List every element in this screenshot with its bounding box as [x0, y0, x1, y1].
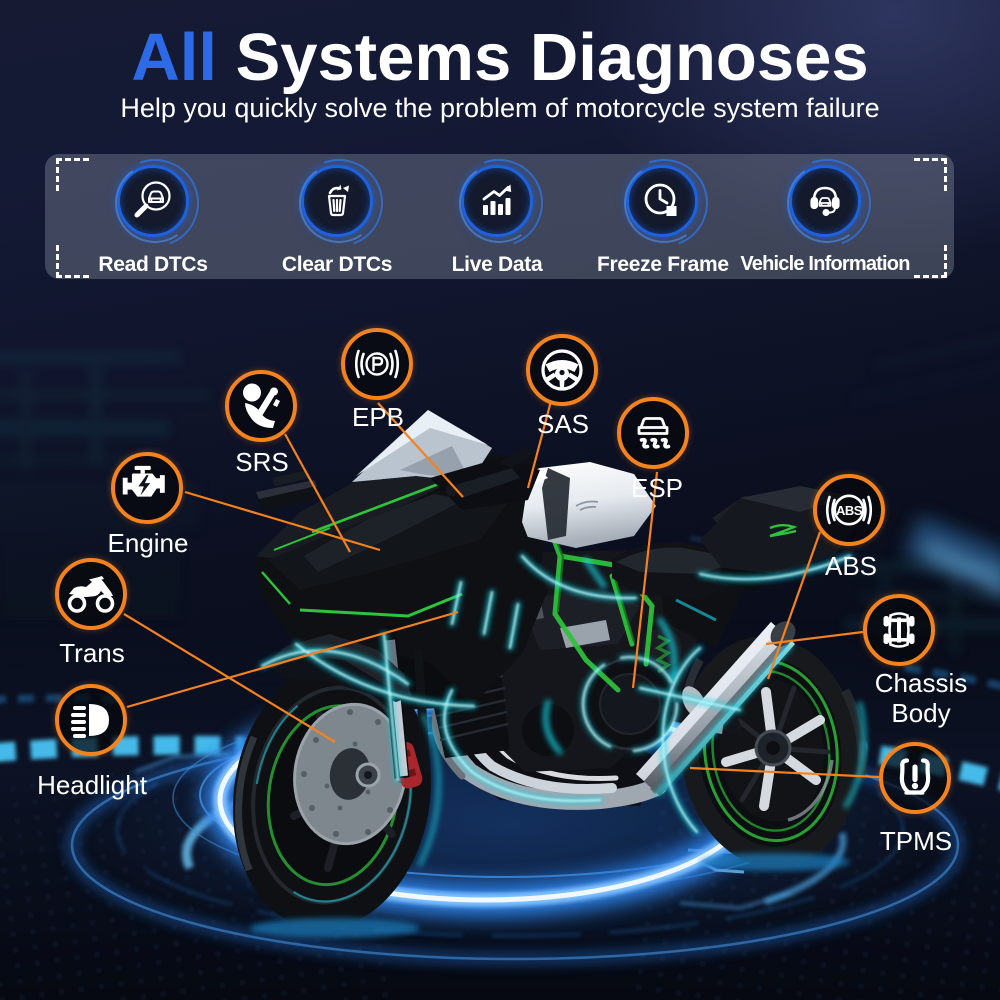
svg-text:ABS: ABS [836, 503, 863, 518]
